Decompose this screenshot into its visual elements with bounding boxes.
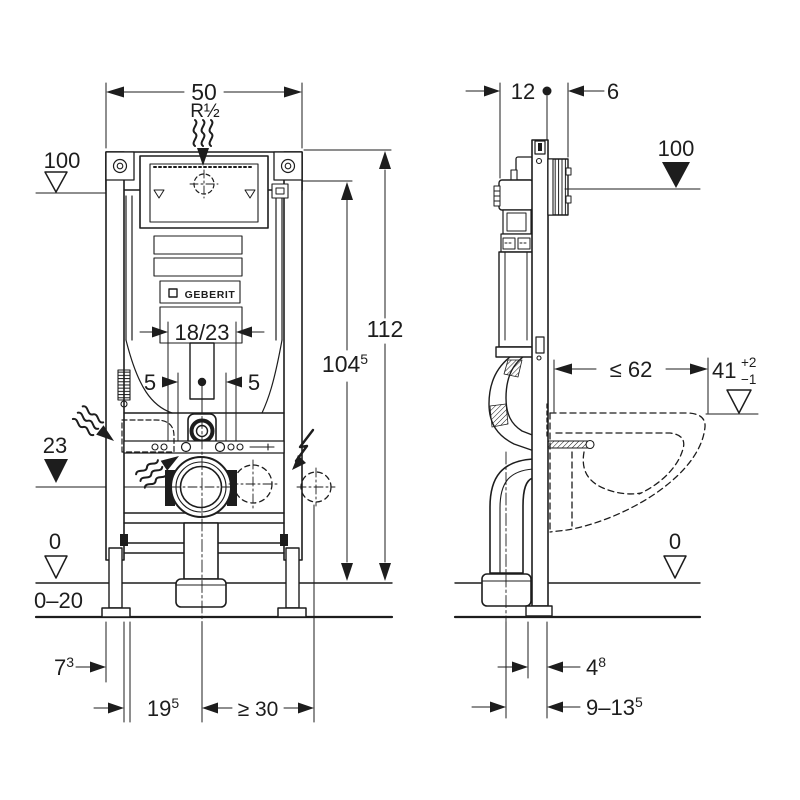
dim-water-supply: R½ [190, 101, 220, 122]
supply-zone-outline [121, 419, 175, 453]
frame-feet [101, 534, 307, 618]
water-level-icon [153, 189, 165, 199]
level-marker-open-icon [663, 555, 687, 579]
side-dimensions: 12 6 100 ≤ 62 41 +2 −1 0 [465, 79, 759, 720]
dim-foot-offset: 73 [54, 654, 74, 680]
dim-outlet-range: 9–135 [586, 694, 643, 720]
frame-rail-side [525, 139, 553, 617]
dim-wall-gap: 48 [586, 654, 606, 680]
valve-detail [271, 183, 289, 199]
pipe-knockout-icon [228, 459, 278, 509]
dim-rod-spacing: 18/23 [174, 320, 229, 345]
drain-bend [165, 456, 237, 518]
mounting-rail [123, 440, 285, 454]
dim-floor-level: 0 [49, 529, 61, 554]
dim-outlet-height: 23 [43, 433, 67, 458]
fixing-rod [547, 439, 595, 450]
dim-bowl-depth: ≤ 62 [610, 357, 653, 382]
dim-floor-level-side: 0 [669, 529, 681, 554]
wc-pan-outline [546, 403, 706, 533]
front-dimensions: 50 R½ 100 1045 112 18/2 [34, 79, 404, 723]
side-floor-lines [453, 582, 702, 619]
dim-supply-height: 1045 [322, 351, 368, 377]
dim-side-clearance: ≥ 30 [238, 698, 279, 721]
level-marker-open-icon [726, 389, 752, 414]
dim-offset-left: 5 [144, 370, 156, 395]
geberit-logo-icon [168, 288, 178, 298]
dim-bowl-tol-plus: +2 [741, 355, 756, 370]
dim-bowl-height: 41 [712, 358, 736, 383]
dim-bowl-tol-minus: −1 [741, 372, 756, 387]
level-marker-open-icon [44, 555, 68, 579]
dim-dot-terminator-icon [542, 86, 552, 96]
dim-offset-right: 5 [248, 370, 260, 395]
cistern-side [493, 156, 536, 358]
corner-screw-icon [112, 158, 128, 174]
cistern: GEBERIT [117, 155, 289, 414]
front-view: GEBERIT [34, 79, 404, 723]
logo-plate [159, 280, 241, 304]
brand-label: GEBERIT [185, 289, 236, 301]
dim-outlet-offset: 195 [147, 695, 179, 721]
level-marker-filled-icon [662, 162, 690, 188]
side-view: 12 6 100 ≤ 62 41 +2 −1 0 [453, 79, 759, 720]
corner-screw-icon [280, 158, 296, 174]
actuator-box [547, 158, 572, 216]
dim-actuator-height: 100 [44, 148, 81, 173]
pipe-knockout-icon [296, 467, 336, 507]
electrical-connection-icon [292, 428, 315, 470]
dim-frame-width: 50 [191, 79, 217, 105]
dim-floor-range: 0–20 [34, 588, 83, 613]
dim-frame-depth: 12 [511, 79, 535, 104]
level-marker-filled-icon [44, 459, 68, 483]
dim-actuator-depth: 6 [607, 79, 619, 104]
water-level-icon [244, 189, 256, 199]
supply-hose [117, 369, 131, 401]
drain-elbow-side [481, 451, 534, 623]
level-marker-open-icon [44, 171, 68, 193]
dim-actuator-height-side: 100 [658, 136, 695, 161]
dim-total-height: 112 [367, 316, 404, 342]
drain-outlet [175, 522, 227, 608]
